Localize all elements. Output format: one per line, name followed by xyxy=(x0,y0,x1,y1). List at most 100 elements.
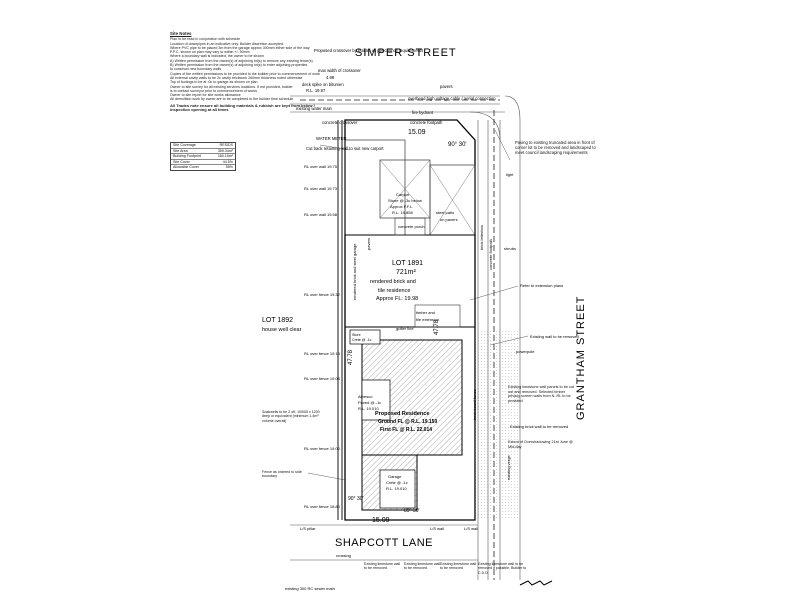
leader-lines xyxy=(307,129,529,481)
site-note-line: to construct new boundary walls xyxy=(170,67,222,72)
rl-over-fence-label: RL over fence 19.00 xyxy=(304,446,341,451)
garage-rl: R.L. 19.010 xyxy=(386,486,407,491)
brick-board-label: brick board fence xyxy=(472,389,477,420)
site-note-line: Location of downpipes in an indicative o… xyxy=(170,41,285,46)
angle-mid: 89° 30' xyxy=(404,508,420,514)
refer-extension-label: Refer to extension plans xyxy=(520,283,563,288)
max-width-value: 4.98 xyxy=(326,75,335,80)
max-width-crossover-label: max width of crossover xyxy=(318,68,361,73)
rl-over-fence-label: RL over fence 19.13 xyxy=(304,351,341,356)
site-note-line: Plan to be read in conjunction with sche… xyxy=(170,37,241,42)
site-note-line: A) Written permission from the owner(s) … xyxy=(170,58,313,63)
concrete-footpath-label: concrete footpath xyxy=(410,120,443,125)
proposed-ground-fl: Ground FL @ R.L. 19.150 xyxy=(378,419,437,425)
existing-wall-removed-label: Existing wall to be removed xyxy=(530,334,579,339)
water-meter-label: WATER METER xyxy=(316,136,346,141)
lot-west-note: house well clear xyxy=(262,327,302,333)
site-note-line: Top of footings to be at -0c to garage a… xyxy=(170,80,258,85)
lot-west-label: LOT 1892 xyxy=(262,317,293,324)
dimension-bottom: 15.09 xyxy=(372,517,390,524)
site-note-line: Where a boundary wall is indicated, the … xyxy=(170,54,264,59)
bottom-note-1: Existing limestone wall to be removed xyxy=(364,562,400,570)
site-note-line: Owner to site report for site works allo… xyxy=(170,93,241,98)
rl-over-fence-label: RL over fence 19.32 xyxy=(304,292,341,297)
ls-pillar-label: L/S pillar xyxy=(300,526,316,531)
rendered-brick-label: rendered brick and steel garage xyxy=(352,243,357,300)
carport-diagonal xyxy=(379,159,431,219)
garage-crete: Crete @ -1c xyxy=(386,480,408,485)
angle-bottom: 90° 30' xyxy=(348,496,364,502)
street-label-south: SHAPCOTT LANE xyxy=(335,537,433,549)
overshadowing-note: Extent of Overshadowing 21st June @ Mid-… xyxy=(508,440,573,449)
street-label-north: SIMPER STREET xyxy=(355,47,457,59)
carport-stone: Stone @ -3c below xyxy=(388,198,422,203)
proposed-first-fl: First FL @ R.L. 22.014 xyxy=(380,427,432,433)
lot-main-label: LOT 1891 xyxy=(392,260,423,267)
bottom-note-3: Existing limestone wall to be removed xyxy=(440,562,476,570)
paving-note: Paving to existing truncated area in fro… xyxy=(515,140,596,155)
proposed-title: Proposed Residence xyxy=(375,411,429,417)
overshadow-dots xyxy=(475,330,520,520)
site-note-line: Copies of the written permissions to be … xyxy=(170,71,320,76)
existing-carport-area xyxy=(344,139,406,236)
brick-wall-removed-label: Existing brick wall to be removed xyxy=(510,424,568,429)
dimension-top: 15.09 xyxy=(408,129,426,136)
cut-back-wall-label: Cut back retaining wall to suit new carp… xyxy=(306,146,384,151)
concrete-crossover-label: concrete crossover xyxy=(322,120,358,125)
pavers-west-label: pavers xyxy=(366,238,371,250)
garage-label: Garage xyxy=(388,474,402,479)
site-notes-lines: Plan to be read in conjunction with sche… xyxy=(170,37,320,101)
alfresco-rl: R.L. 19.010 xyxy=(358,406,379,411)
site-notes-title: Site Notes xyxy=(170,31,192,36)
lot-main-area: 721m² xyxy=(396,269,417,276)
existing-water-main-label: existing water main xyxy=(296,106,333,111)
proposed-residence-footprint xyxy=(349,329,463,511)
site-notes: Site Notes Plan to be read in conjunctio… xyxy=(170,31,320,113)
dimension-depth-west: 47.78 xyxy=(348,349,354,365)
dimension-depth: 47.78 xyxy=(434,319,440,335)
pavers-north-label: pavers xyxy=(440,84,453,89)
rl-over-fence-label: RL over fence 18.80 xyxy=(304,504,341,509)
bottom-note-4: Existing limestone wall to be removed if… xyxy=(478,562,526,575)
patio-diagonal xyxy=(429,164,476,236)
powerpole-label: powerpole xyxy=(516,349,535,354)
deck-spike-label: deck spike on bitumen xyxy=(302,82,344,87)
tile-ext-label: tile extension xyxy=(416,317,439,322)
existing-sewer-label: existing 300 RC sewer main xyxy=(285,586,335,591)
ls-wall-east-label: L/S wall xyxy=(464,526,478,531)
site-note-line: Owner to site survey for all existing se… xyxy=(170,84,293,89)
alfresco-paved: Paved @ -1c xyxy=(358,400,381,405)
existing-verge-label: existing verge xyxy=(506,455,511,480)
site-notes-bold-note: All Trades note ensure all building mate… xyxy=(170,102,315,113)
rl-over-wall-label: RL over wall 19.75 xyxy=(304,164,338,169)
site-note-line: Where PVC pipe to be placed 3m from the … xyxy=(170,45,310,50)
deck-rl-label: R.L. 19.97 xyxy=(306,88,326,93)
store-crete: Crete @ -1c xyxy=(352,338,372,342)
carport-label: Carport xyxy=(396,192,410,197)
concrete-porch-label: concrete porch xyxy=(398,224,424,229)
gutter-line-label: gutter line xyxy=(396,326,414,331)
fence-note: Fence as ordered to side boundary xyxy=(262,470,302,478)
limestone-note: Existing limestone wall panels to be cut… xyxy=(508,385,574,403)
brick-letterbox-label: brick letterbox xyxy=(479,225,484,250)
site-note-line: B) Written permission from the owner(s) … xyxy=(170,63,308,68)
lot-main-desc-2: tile residence xyxy=(378,288,410,294)
timber-label: timber and xyxy=(416,310,435,315)
carport-ffl: Approx F.F.L. xyxy=(390,204,413,209)
rl-over-wall-label: RL over wall 19.73 xyxy=(304,186,338,191)
street-label-east: GRANTHAM STREET xyxy=(575,296,587,420)
fire-hydrant-label: fire hydrant xyxy=(412,110,434,115)
lot-main-desc-1: rendered brick and xyxy=(370,279,416,285)
site-note-line: All demolition work by owner are to be c… xyxy=(170,97,294,102)
store-label: Store xyxy=(352,333,361,337)
carport-rl: R.L. 19.858 xyxy=(392,210,413,215)
rl-over-wall-label: RL over wall 19.58 xyxy=(304,212,338,217)
